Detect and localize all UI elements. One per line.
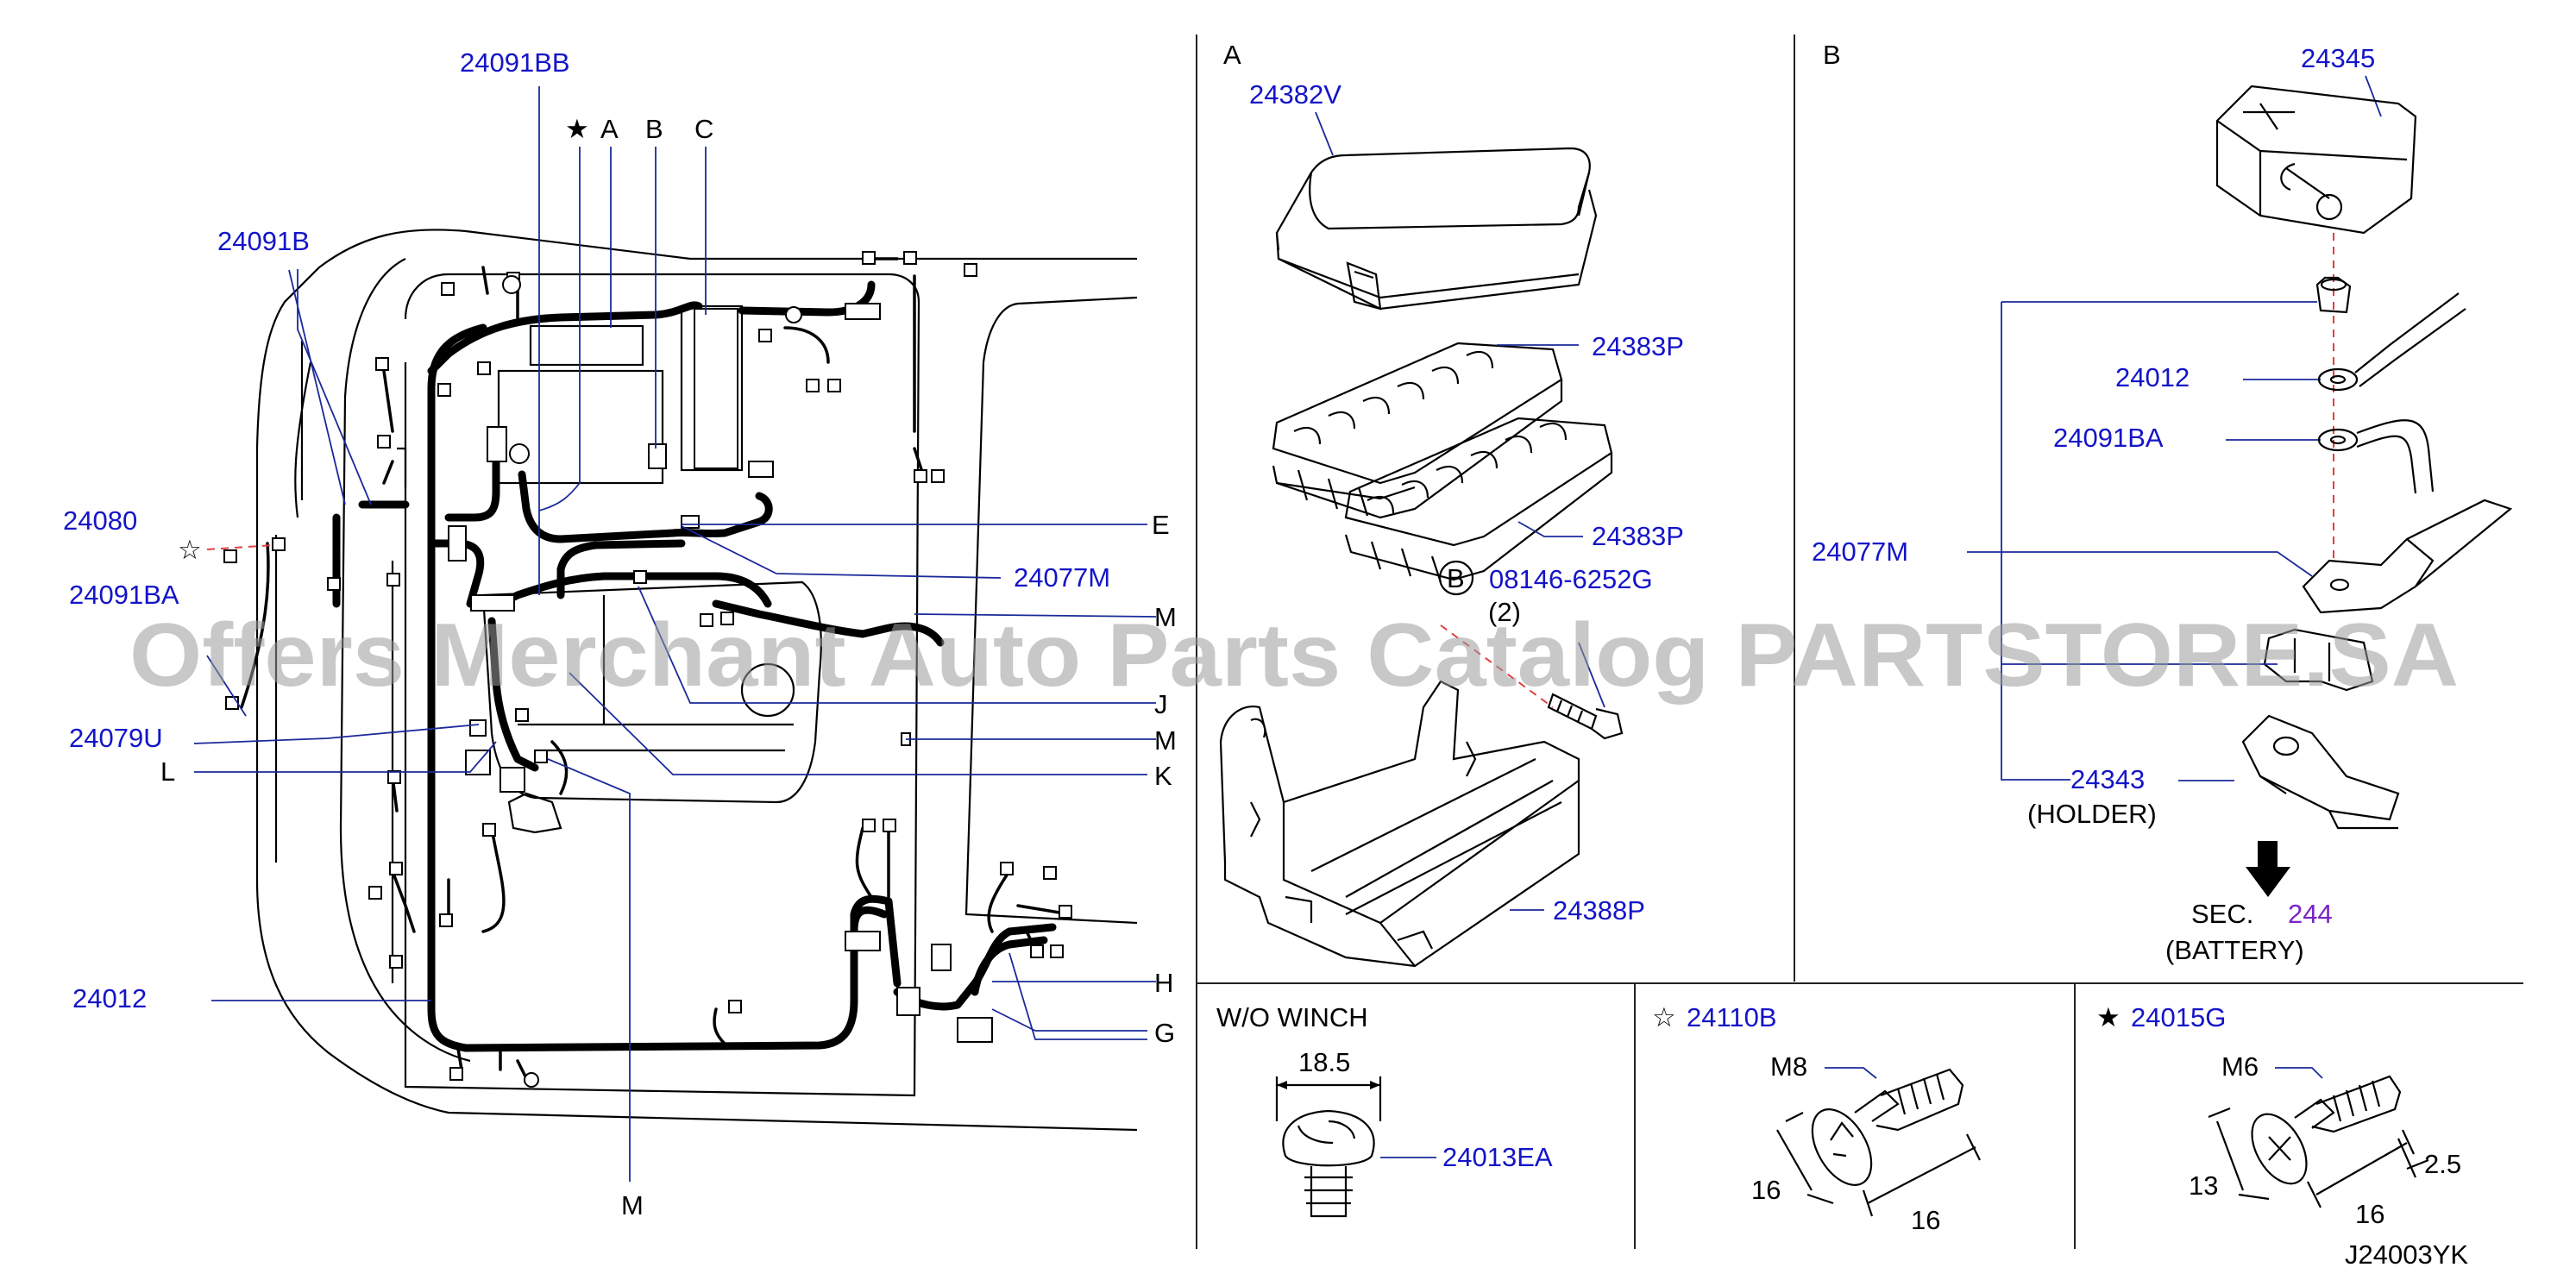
label-m1: M xyxy=(1154,602,1177,632)
clip-24013ea xyxy=(1282,1109,1375,1218)
24015g-star: ★ xyxy=(2096,1002,2120,1032)
label-24013ea: 24013EA xyxy=(1442,1142,1553,1172)
label-24015g: 24015G xyxy=(2131,1002,2226,1032)
label-c: C xyxy=(694,114,713,144)
winch-title: W/O WINCH xyxy=(1216,1002,1368,1032)
bolt-ref-circle xyxy=(1438,560,1474,596)
label-a: A xyxy=(600,114,619,144)
label-24383p-2: 24383P xyxy=(1592,521,1684,551)
label-24080: 24080 xyxy=(63,505,137,536)
label-24091bb: 24091BB xyxy=(460,47,570,78)
fuse-bracket xyxy=(1219,680,1580,968)
panel-b-title: B xyxy=(1823,40,1841,70)
label-24079u: 24079U xyxy=(69,723,163,753)
connectors xyxy=(223,251,1072,1088)
fuse-block-upper xyxy=(1272,342,1563,519)
terminal-24012 xyxy=(2317,292,2466,392)
bolt-drawing xyxy=(1547,693,1624,740)
label-24077m: 24077M xyxy=(1014,562,1110,593)
terminal-24077m xyxy=(2302,499,2513,614)
label-k: K xyxy=(1154,761,1172,791)
bolt-24015g xyxy=(2251,1075,2402,1185)
sec-label: SEC. xyxy=(2191,899,2253,929)
label-24383p-1: 24383P xyxy=(1592,331,1684,361)
fuse-block-lower xyxy=(1344,417,1613,583)
bolt-ref-letter: B xyxy=(1447,563,1465,593)
24015g-dim-a: 13 xyxy=(2189,1170,2218,1201)
fuse-box-cover xyxy=(1275,147,1598,311)
watermark: Offers Merchant Auto Parts Catalog PARTS… xyxy=(129,605,2459,706)
label-24382v: 24382V xyxy=(1249,79,1341,110)
label-24091ba-b: 24091BA xyxy=(2053,423,2164,453)
panel-a-title: A xyxy=(1223,40,1241,70)
battery-arrow xyxy=(2246,841,2290,897)
bolt-24110b xyxy=(1811,1068,1964,1186)
label-24077m-b: 24077M xyxy=(1812,536,1908,567)
24110b-dim-b: 16 xyxy=(1911,1205,1940,1235)
panel-a: A 24382V 24383P 24383P xyxy=(1219,40,1684,968)
label-l: L xyxy=(160,756,175,787)
bolt-qty: (2) xyxy=(1488,597,1521,627)
panel-24110b: ☆ 24110B M8 16 16 xyxy=(1652,1002,1981,1235)
label-j: J xyxy=(1154,689,1168,719)
label-h: H xyxy=(1154,968,1173,998)
label-24388p: 24388P xyxy=(1553,895,1645,925)
label-m-bottom: M xyxy=(621,1190,644,1220)
battery-label: (BATTERY) xyxy=(2165,935,2304,965)
label-e: E xyxy=(1152,510,1170,540)
label-b: B xyxy=(645,114,663,144)
holder-24343 xyxy=(2241,714,2400,830)
sec-number[interactable]: 244 xyxy=(2288,899,2333,929)
terminal-cover xyxy=(2215,85,2417,235)
24110b-thread: M8 xyxy=(1770,1051,1807,1082)
main-leaders xyxy=(193,86,1157,1182)
label-24091ba: 24091BA xyxy=(69,580,179,610)
label-g: G xyxy=(1154,1018,1175,1048)
panel-winch: W/O WINCH 18.5 24013EA xyxy=(1216,1002,1553,1218)
label-24091b: 24091B xyxy=(217,226,310,256)
main-labels: 24091BB ★ A B C 24091B 24080 ☆ 24091BA 2… xyxy=(63,47,1177,1220)
24015g-thread: M6 xyxy=(2221,1051,2259,1082)
24015g-dim-c: 2.5 xyxy=(2424,1149,2461,1179)
diagram-code: J24003YK xyxy=(2345,1239,2468,1270)
label-24110b: 24110B xyxy=(1687,1002,1777,1032)
label-star: ★ xyxy=(565,114,589,144)
nut xyxy=(2315,276,2352,314)
label-24012: 24012 xyxy=(72,983,147,1013)
panel-24015g: ★ 24015G M6 13 16 2.5 xyxy=(2096,1002,2461,1229)
24110b-dim-a: 16 xyxy=(1751,1175,1781,1205)
panel-dividers xyxy=(1196,35,2523,1249)
panel-b: B 24345 24012 24091BA xyxy=(1812,40,2513,965)
label-08146-6252g: 08146-6252G xyxy=(1489,564,1653,594)
24110b-star: ☆ xyxy=(1652,1002,1676,1032)
label-24343: 24343 xyxy=(2070,764,2145,794)
label-m2: M xyxy=(1154,725,1177,756)
winch-dim: 18.5 xyxy=(1298,1047,1350,1077)
terminal-24091ba xyxy=(2317,419,2435,494)
battery-clamp xyxy=(2263,628,2374,692)
label-24345: 24345 xyxy=(2301,43,2375,73)
star-outline-24080: ☆ xyxy=(178,535,202,565)
label-24012-b: 24012 xyxy=(2115,362,2190,392)
holder-label: (HOLDER) xyxy=(2027,799,2157,829)
24015g-dim-b: 16 xyxy=(2355,1199,2384,1229)
